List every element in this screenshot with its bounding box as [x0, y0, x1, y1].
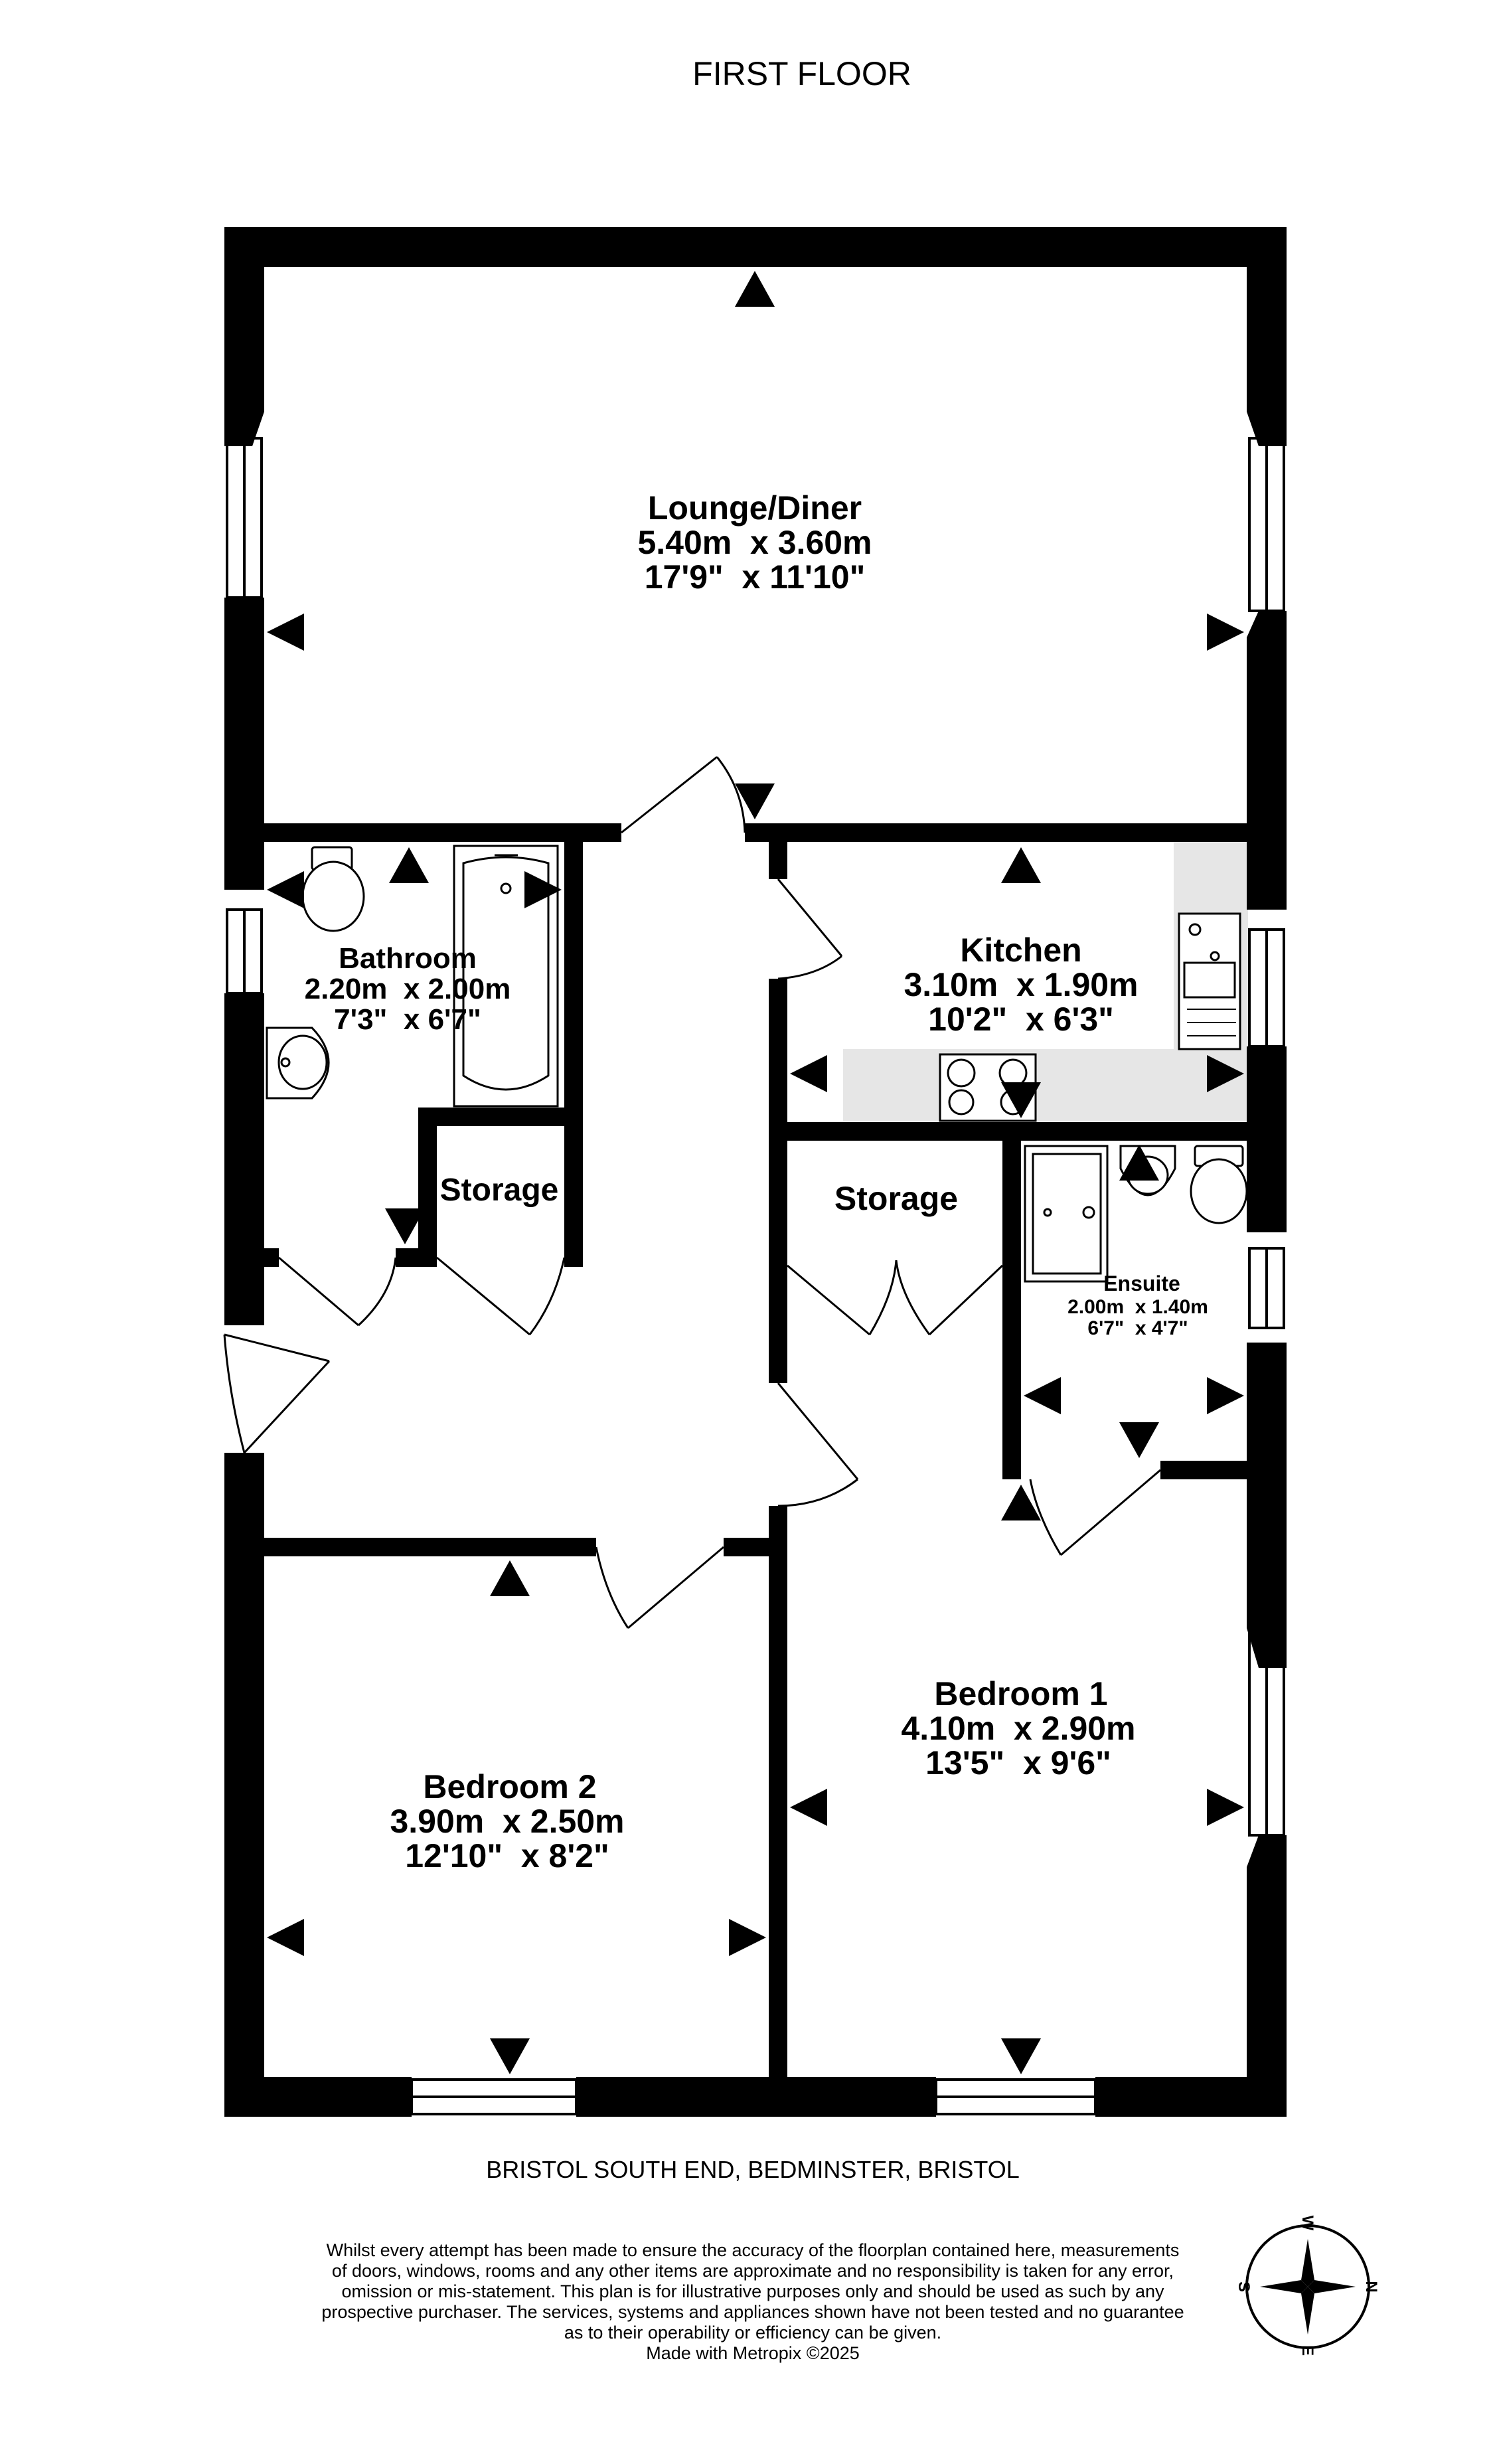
sink-kitchen-icon — [1178, 912, 1241, 1050]
room-name: Storage — [440, 1173, 559, 1208]
shower-tray-icon — [1024, 1145, 1109, 1283]
room-bedroom-1: Bedroom 1 4.10m x 2.90m 13'5" x 9'6" — [901, 1675, 1135, 1781]
door-entrance — [223, 1333, 331, 1454]
compass-s: S — [1235, 2281, 1253, 2292]
room-imperial: 13'5" x 9'6" — [925, 1744, 1111, 1781]
room-kitchen: Kitchen 3.10m x 1.90m 10'2" x 6'3" — [904, 932, 1138, 1038]
disclaimer: Whilst every attempt has been made to en… — [321, 2240, 1184, 2363]
toilet-ensuite-icon — [1190, 1145, 1248, 1224]
disclaimer-line: as to their operability or efficiency ca… — [564, 2323, 941, 2342]
window-lounge-right — [1248, 437, 1285, 612]
door-kitchen — [777, 878, 843, 980]
disclaimer-line: omission or mis-statement. This plan is … — [341, 2281, 1164, 2301]
door-storage1 — [436, 1256, 566, 1336]
room-bedroom-2: Bedroom 2 3.90m x 2.50m 12'10" x 8'2" — [390, 1768, 624, 1874]
window-kitchen — [1248, 928, 1285, 1048]
disclaimer-line: Made with Metropix ©2025 — [646, 2343, 860, 2363]
room-lounge: Lounge/Diner 5.40m x 3.60m 17'9" x 11'10… — [637, 489, 872, 596]
door-ensuite — [1029, 1469, 1161, 1556]
window-bathroom — [226, 908, 263, 995]
dimension-arrows — [267, 271, 1244, 2074]
compass-w: W — [1298, 2216, 1316, 2231]
disclaimer-line: of doors, windows, rooms and any other i… — [332, 2261, 1174, 2281]
room-name: Kitchen — [960, 932, 1081, 969]
room-storage-2: Storage — [834, 1180, 958, 1217]
window-lounge-left — [226, 437, 263, 599]
window-reveals — [224, 412, 1287, 2117]
room-imperial: 10'2" x 6'3" — [928, 1001, 1114, 1038]
door-storage2-left — [787, 1260, 898, 1336]
walls — [224, 227, 1287, 2117]
washbasin-bathroom-icon — [266, 1027, 330, 1100]
window-ensuite — [1248, 1247, 1285, 1329]
disclaimer-line: prospective purchaser. The services, sys… — [321, 2302, 1184, 2322]
window-bedroom2-bottom — [410, 2078, 578, 2115]
room-name: Ensuite — [1103, 1272, 1180, 1295]
toilet-bathroom-icon — [301, 846, 365, 932]
compass-icon: N E S W — [1235, 2216, 1380, 2356]
room-metric: 2.20m x 2.00m — [305, 973, 511, 1005]
door-bathroom — [278, 1256, 397, 1327]
room-name: Lounge/Diner — [648, 489, 862, 527]
room-name: Storage — [834, 1180, 958, 1217]
room-bathroom: Bathroom 2.20m x 2.00m 7'3" x 6'7" — [305, 942, 511, 1036]
room-storage-1: Storage — [440, 1173, 559, 1208]
room-metric: 2.00m x 1.40m — [1067, 1296, 1208, 1318]
room-metric: 4.10m x 2.90m — [901, 1710, 1135, 1747]
room-metric: 5.40m x 3.60m — [637, 524, 872, 561]
compass-e: E — [1298, 2345, 1316, 2356]
floor-title: FIRST FLOOR — [692, 55, 911, 92]
room-name: Bedroom 1 — [934, 1675, 1107, 1712]
door-storage2-right — [895, 1260, 1004, 1336]
address: BRISTOL SOUTH END, BEDMINSTER, BRISTOL — [486, 2156, 1019, 2183]
room-imperial: 7'3" x 6'7" — [334, 1003, 481, 1036]
window-bedroom1-bottom — [935, 2078, 1097, 2115]
room-ensuite: Ensuite 2.00m x 1.40m 6'7" x 4'7" — [1067, 1272, 1208, 1339]
compass-n: N — [1362, 2281, 1380, 2292]
disclaimer-line: Whilst every attempt has been made to en… — [327, 2240, 1180, 2260]
door-bedroom2 — [595, 1546, 724, 1629]
room-imperial: 6'7" x 4'7" — [1087, 1317, 1188, 1339]
room-imperial: 12'10" x 8'2" — [405, 1837, 609, 1874]
room-name: Bedroom 2 — [423, 1768, 596, 1805]
doors — [223, 756, 1161, 1629]
room-metric: 3.90m x 2.50m — [390, 1803, 624, 1840]
room-metric: 3.10m x 1.90m — [904, 966, 1138, 1003]
room-imperial: 17'9" x 11'10" — [645, 558, 866, 596]
room-name: Bathroom — [339, 942, 477, 975]
door-lounge — [621, 756, 746, 834]
door-bedroom1 — [777, 1382, 859, 1507]
